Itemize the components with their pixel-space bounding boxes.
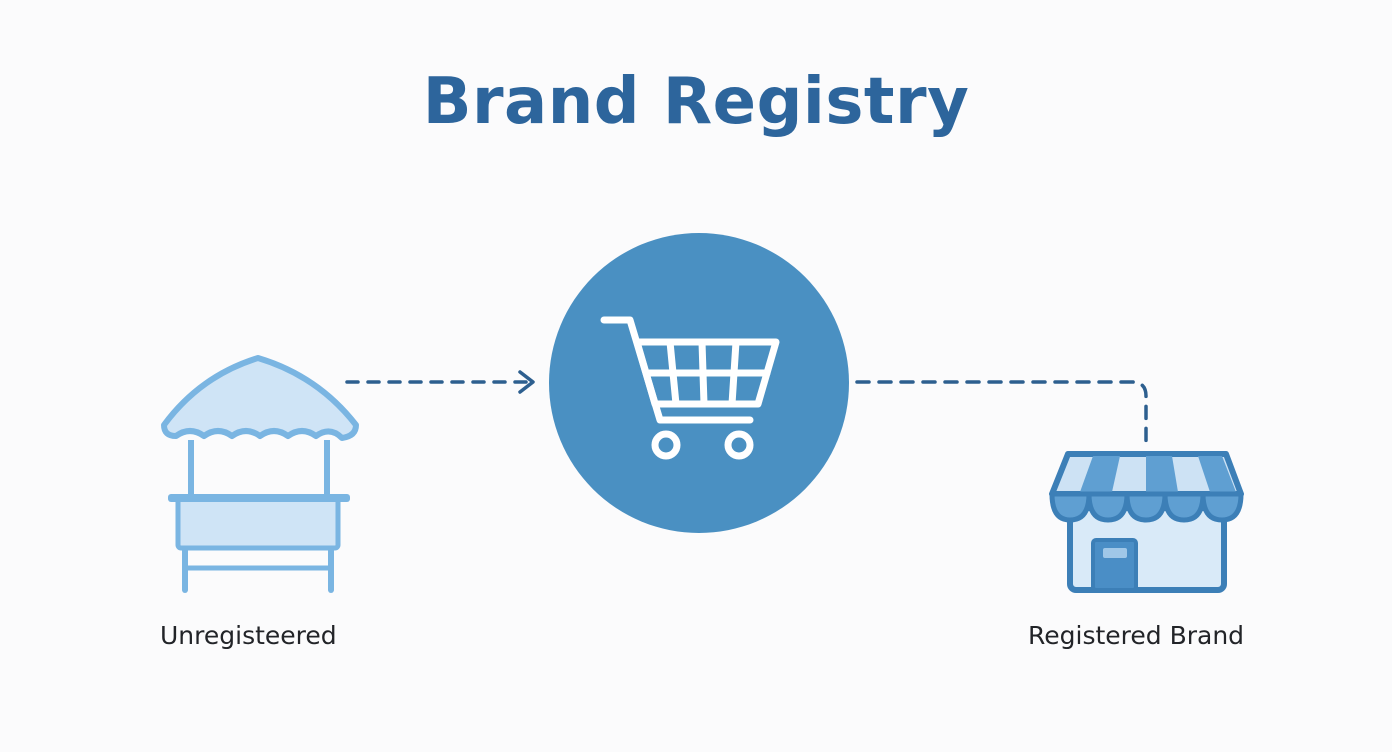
marketplace-node — [549, 233, 849, 533]
arrowhead-icon — [518, 370, 535, 394]
connector-marketplace-to-registered — [855, 380, 1148, 447]
connector-unregistered-to-marketplace — [345, 370, 535, 394]
market-stall-icon — [161, 355, 359, 593]
registered-brand-label: Registered Brand — [1028, 621, 1245, 650]
diagram-title: Brand Registry — [422, 65, 970, 139]
storefront-icon — [1049, 451, 1244, 593]
unregistered-label: Unregisteered — [160, 621, 337, 650]
shopping-cart-icon — [600, 316, 780, 460]
